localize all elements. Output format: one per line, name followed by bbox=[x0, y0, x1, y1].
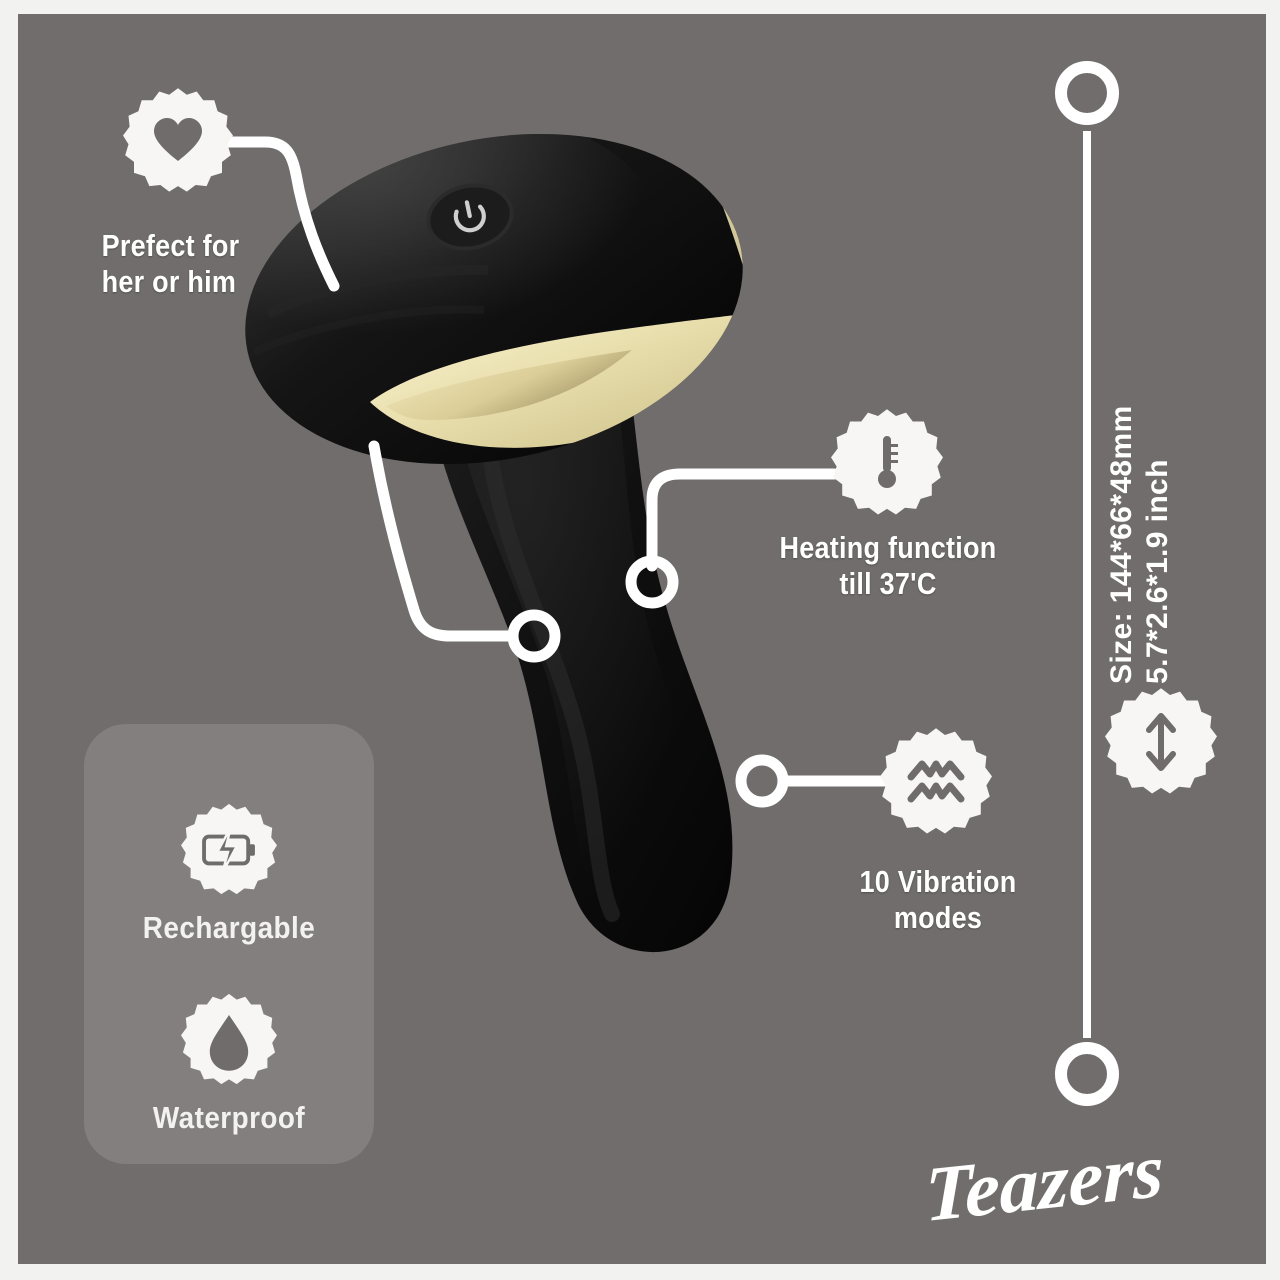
marker-ring-vibration bbox=[735, 754, 789, 808]
battery-charging-icon bbox=[202, 826, 255, 874]
label-line: modes bbox=[893, 899, 983, 935]
size-imperial: 5.7*2.6*1.9 inch bbox=[1141, 459, 1174, 684]
badge-vibration bbox=[880, 726, 992, 838]
marker-ring-heating bbox=[625, 555, 679, 609]
label-line: her or him bbox=[101, 263, 237, 299]
vertical-double-arrow-icon bbox=[1105, 686, 1217, 798]
vibration-waves-icon bbox=[880, 726, 992, 838]
label-line: 10 Vibration bbox=[859, 864, 1017, 899]
power-button bbox=[426, 183, 514, 251]
label-line: Prefect for bbox=[101, 228, 240, 263]
size-text: Size: 144*66*48mm 5.7*2.6*1.9 inch bbox=[1104, 384, 1176, 684]
marker-ring-left bbox=[507, 609, 561, 663]
heart-icon bbox=[123, 86, 233, 196]
ruler-ring-top bbox=[1055, 61, 1119, 125]
badge-heating bbox=[831, 407, 943, 519]
thermometer-icon bbox=[831, 407, 943, 519]
label-perfect-for: Prefect for her or him bbox=[102, 228, 311, 300]
brand-name: Teazers bbox=[928, 1134, 1163, 1238]
badge-waterproof bbox=[181, 992, 277, 1088]
feature-label-rechargable: Rechargable bbox=[142, 910, 316, 945]
water-drop-icon bbox=[209, 1015, 249, 1071]
gold-inlay bbox=[370, 314, 742, 448]
connector-waterproof-stem bbox=[368, 440, 516, 642]
feature-panel: Rechargable Waterproof bbox=[84, 724, 374, 1164]
power-icon bbox=[453, 200, 486, 233]
label-vibration: 10 Vibration modes bbox=[799, 864, 1077, 936]
brand-logo: Teazers bbox=[925, 1126, 1228, 1254]
badge-perfect-for bbox=[123, 86, 233, 196]
feature-label-waterproof: Waterproof bbox=[152, 1100, 306, 1135]
label-line: Heating function bbox=[779, 530, 997, 565]
feature-item-waterproof: Waterproof bbox=[84, 992, 374, 1136]
label-line: till 37'C bbox=[839, 565, 937, 601]
size-metric: Size: 144*66*48mm bbox=[1105, 405, 1138, 684]
badge-rechargable bbox=[181, 802, 277, 898]
product-handle bbox=[421, 314, 733, 953]
label-heating: Heating function till 37'C bbox=[740, 530, 1036, 602]
feature-item-rechargable: Rechargable bbox=[84, 802, 374, 946]
ruler-ring-bottom bbox=[1055, 1042, 1119, 1106]
infographic-canvas: Prefect for her or him Heating function … bbox=[18, 14, 1266, 1264]
badge-size bbox=[1105, 686, 1217, 798]
